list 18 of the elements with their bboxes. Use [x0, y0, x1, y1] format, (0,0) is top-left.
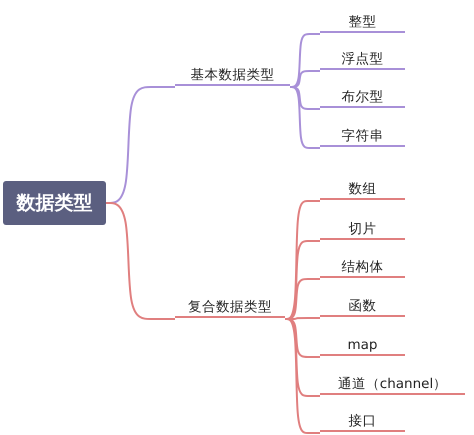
topic-label: 数组: [348, 181, 376, 197]
topic-label: 浮点型: [342, 51, 384, 67]
topic-label: 接口: [348, 413, 376, 429]
topic-label: 数据类型: [16, 191, 92, 216]
topic-label: 函数: [348, 298, 376, 314]
branch-line: [285, 318, 320, 434]
topic-label: 字符串: [342, 128, 384, 144]
branch-line: [290, 86, 320, 149]
topic-label: 基本数据类型: [190, 67, 274, 83]
topic-label: 整型: [348, 14, 376, 30]
topic-label: 复合数据类型: [188, 299, 272, 315]
topic-label: map: [348, 337, 378, 353]
topic-label: 切片: [348, 221, 376, 237]
topic-label: 通道（channel）: [338, 376, 448, 392]
root-topic-box: [3, 181, 106, 225]
topic-label: 布尔型: [342, 89, 384, 105]
topic-label: 结构体: [342, 259, 384, 275]
branch-line: [106, 202, 175, 320]
